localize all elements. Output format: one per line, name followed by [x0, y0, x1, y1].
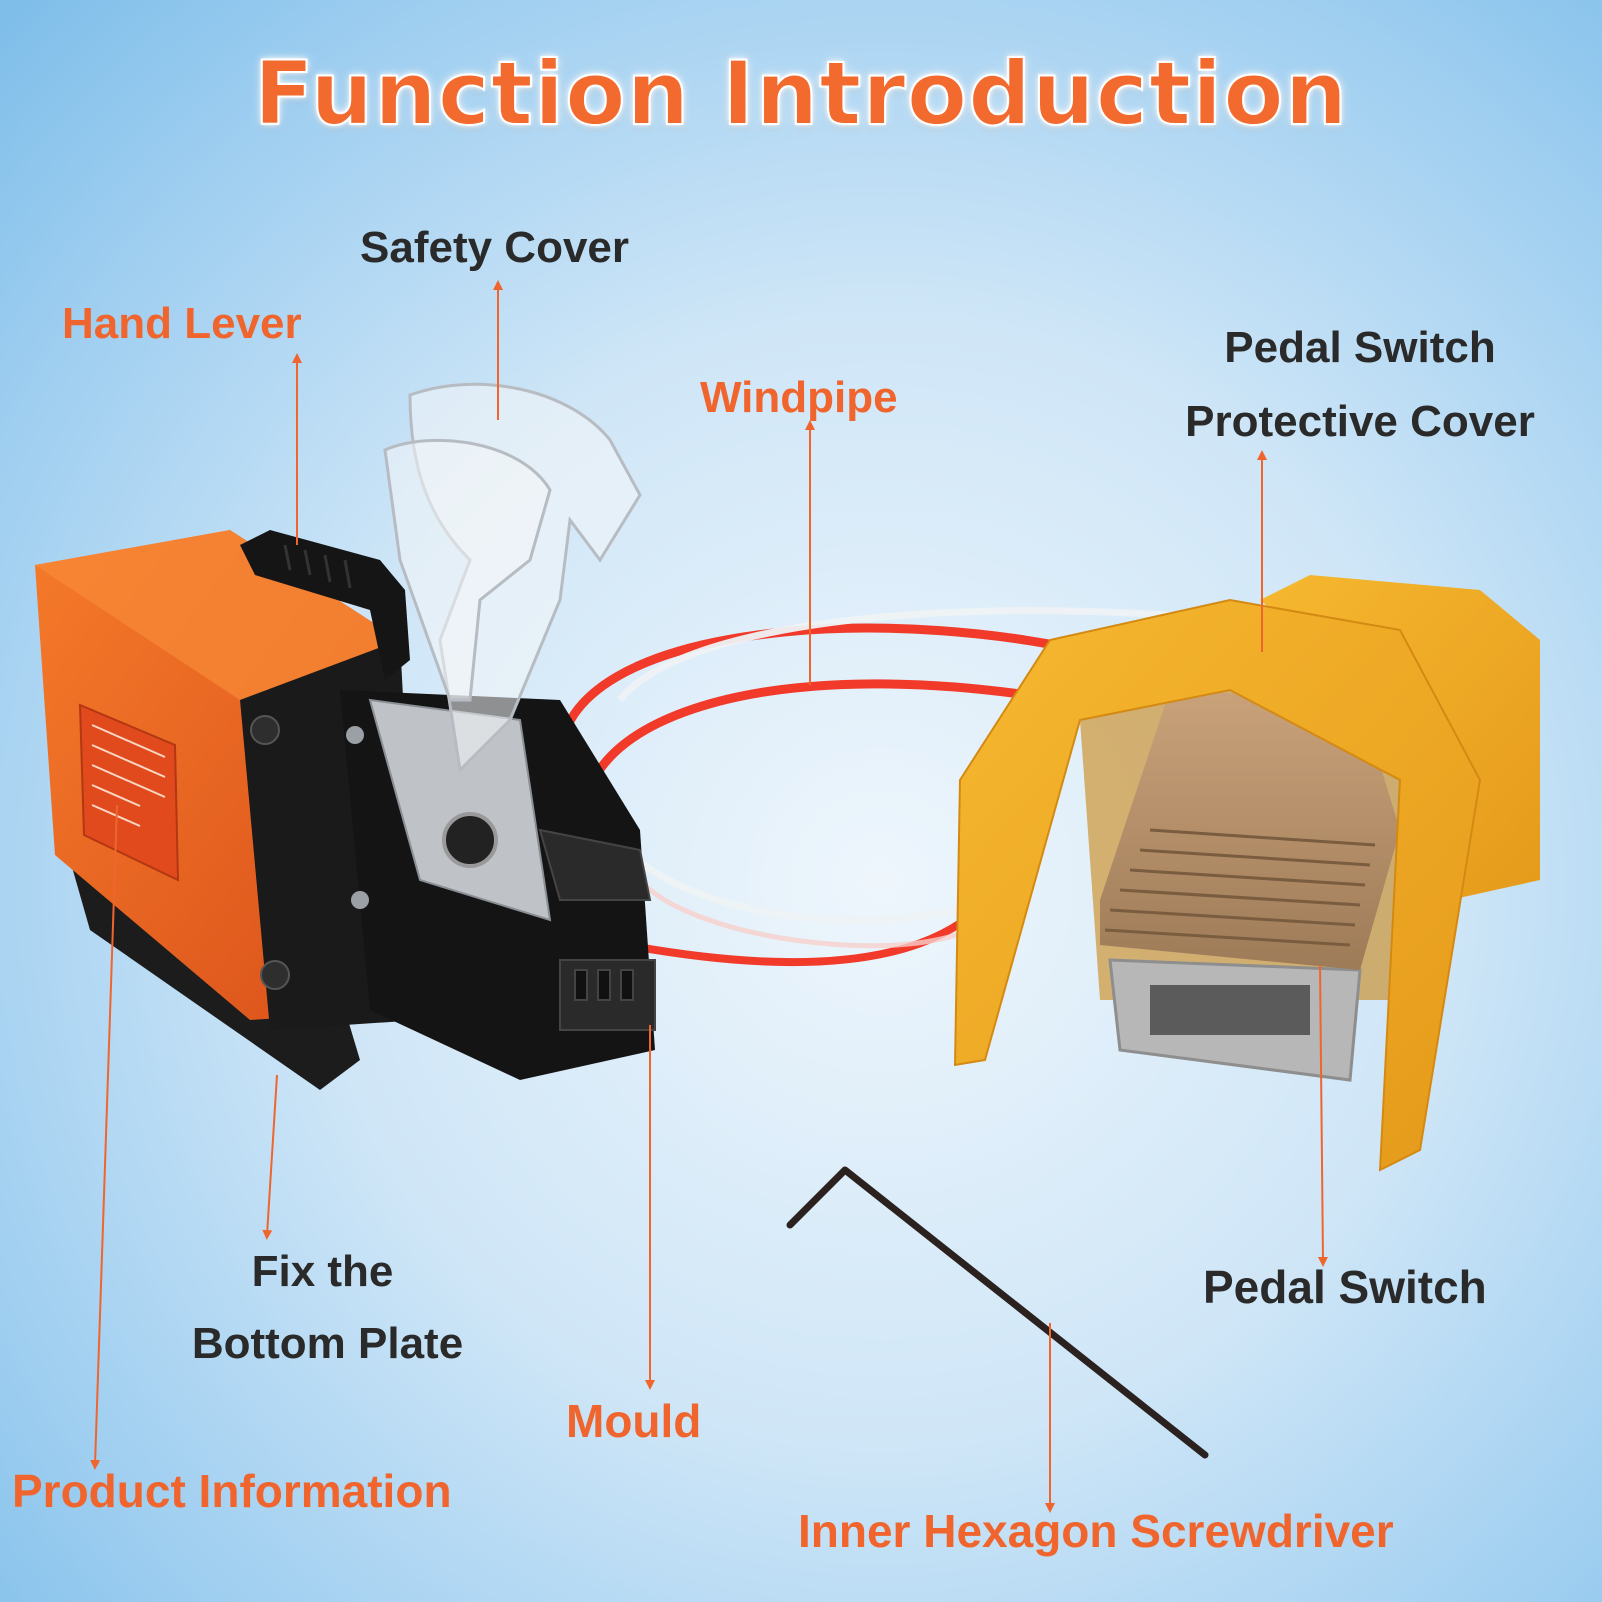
- label-safety-cover: Safety Cover: [360, 223, 630, 272]
- safety-cover: [383, 382, 642, 774]
- page-title: Function Introduction: [253, 41, 1349, 146]
- protective-cover-front: [953, 598, 1482, 1172]
- hex-key: [786, 1166, 1209, 1459]
- leader-bottom-plate: [262, 1074, 278, 1240]
- label-pedal-switch: Pedal Switch: [1203, 1261, 1487, 1313]
- label-hex-screwdriver: Inner Hexagon Screwdriver: [798, 1505, 1394, 1557]
- label-hand-lever: Hand Lever: [62, 299, 302, 348]
- leader-pedal-switch: [1317, 964, 1328, 1267]
- mould-die: [538, 828, 656, 1031]
- crimping-machine: [35, 382, 656, 1090]
- label-fix-plate-line1: Fix the: [251, 1247, 394, 1296]
- label-windpipe: Windpipe: [700, 373, 898, 422]
- pedal-tread: [1100, 690, 1400, 970]
- product-info-label: [78, 703, 180, 882]
- leader-product-info: [90, 804, 118, 1470]
- label-pedal-cover-line1: Pedal Switch: [1224, 323, 1496, 372]
- label-fix-plate-line2: Bottom Plate: [191, 1319, 464, 1368]
- label-product-information: Product Information: [12, 1465, 452, 1517]
- label-pedal-cover-line2: Protective Cover: [1185, 397, 1535, 446]
- hand-lever: [240, 530, 410, 680]
- leader-lines: [90, 280, 1328, 1513]
- label-mould: Mould: [566, 1395, 702, 1447]
- pedal-switch-assembly: [953, 575, 1540, 1172]
